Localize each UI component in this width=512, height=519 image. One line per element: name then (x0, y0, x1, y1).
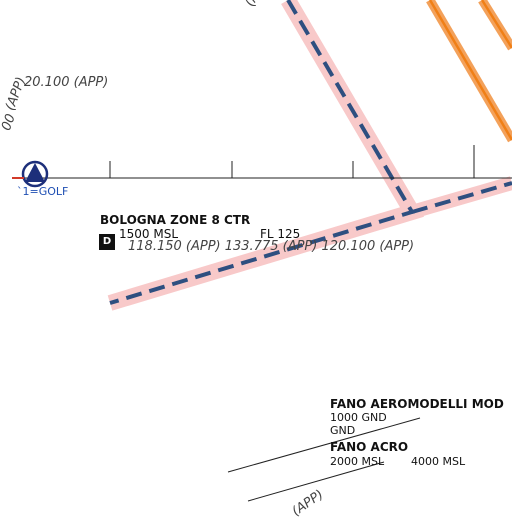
navaid-icon (12, 160, 49, 188)
orange-route-lines (426, 0, 512, 143)
bologna-lower-limit: 1500 MSL (119, 227, 179, 241)
bologna-zone-name: BOLOGNA ZONE 8 CTR (100, 213, 251, 227)
airspace-class-badge: D (99, 234, 115, 250)
top-frequency-label: 20.100 (APP) (24, 75, 109, 90)
fano-aeromodelli-upper: 1000 GND (330, 411, 387, 424)
fano-acro-lower: 2000 MSL (330, 455, 385, 468)
bologna-frequencies: 118.150 (APP) 133.775 (APP) 120.100 (APP… (128, 239, 415, 254)
ctr-boundary-dashed (109, 0, 512, 305)
scale-line (20, 145, 512, 179)
fano-area-lines (227, 417, 421, 502)
bologna-upper-limit: FL 125 (260, 227, 301, 241)
fano-aeromodelli-lower: GND (330, 424, 356, 437)
fano-aeromodelli-name: FANO AEROMODELLI MOD (330, 397, 504, 411)
waypoint-label: `1=GOLF (17, 185, 69, 198)
fano-acro-name: FANO ACRO (330, 440, 409, 454)
fano-acro-upper: 4000 MSL (411, 455, 466, 468)
